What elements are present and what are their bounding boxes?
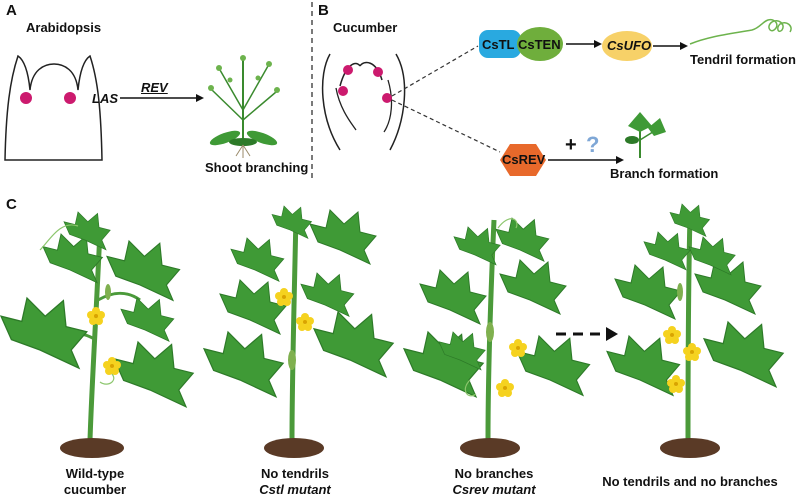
caption-wild-type-line1: Wild-type [65, 466, 125, 481]
arabidopsis-plant-icon [208, 55, 280, 158]
caption-cstl-mutant: No tendrils Cstl mutant [240, 466, 350, 498]
las-gene-label: LAS [92, 91, 118, 106]
axillary-meristem-left [20, 92, 32, 104]
cucumber-meristem-3 [338, 86, 348, 96]
caption-cstl-line1: No tendrils [261, 466, 329, 481]
plant-cstl-mutant [203, 205, 394, 458]
csufo-label: CsUFO [607, 38, 652, 53]
caption-double-line1: No tendrils and no branches [602, 474, 778, 489]
caption-wild-type-line2: cucumber [63, 482, 127, 497]
branch-formation-label: Branch formation [610, 166, 719, 181]
csten-oval [517, 27, 563, 61]
cstl-box [479, 30, 521, 58]
caption-wild-type: Wild-type cucumber [40, 466, 150, 498]
caption-cstl-line2: Cstl mutant [259, 482, 331, 497]
cucumber-meristem-4 [382, 93, 392, 103]
shoot-branching-label: Shoot branching [205, 160, 309, 175]
caption-csrev-mutant: No branches Csrev mutant [434, 466, 554, 498]
plus-sign: + [565, 134, 577, 156]
axillary-meristem-right [64, 92, 76, 104]
rev-gene-label: REV [141, 80, 168, 95]
arabidopsis-meristem-outline [4, 54, 103, 161]
tendril-formation-label: Tendril formation [690, 52, 796, 67]
cucumber-meristem-2 [373, 67, 383, 77]
caption-csrev-line2: Csrev mutant [452, 482, 536, 497]
panel-c-letter: C [6, 196, 17, 213]
cucumber-meristem-outline [321, 53, 406, 151]
caption-double-mutant: No tendrils and no branches [590, 474, 790, 490]
plant-wild-type [0, 211, 194, 458]
tendril-icon [689, 18, 792, 45]
cstl-label: CsTL [482, 37, 515, 52]
branch-icon [625, 112, 666, 158]
csrev-label: CsREV [502, 152, 546, 167]
csrev-hexagon [500, 144, 546, 176]
panel-b-title: Cucumber [333, 20, 398, 35]
cucumber-meristem-1 [343, 65, 353, 75]
plant-double-mutant [606, 203, 784, 458]
caption-csrev-line1: No branches [454, 466, 534, 481]
csten-label: CsTEN [518, 37, 561, 52]
panel-b-letter: B [318, 2, 329, 19]
panel-a-title: Arabidopsis [26, 20, 102, 35]
plant-csrev-mutant [403, 217, 591, 458]
csufo-oval [602, 31, 652, 61]
question-mark: ? [586, 132, 600, 157]
panel-a-letter: A [6, 2, 17, 19]
